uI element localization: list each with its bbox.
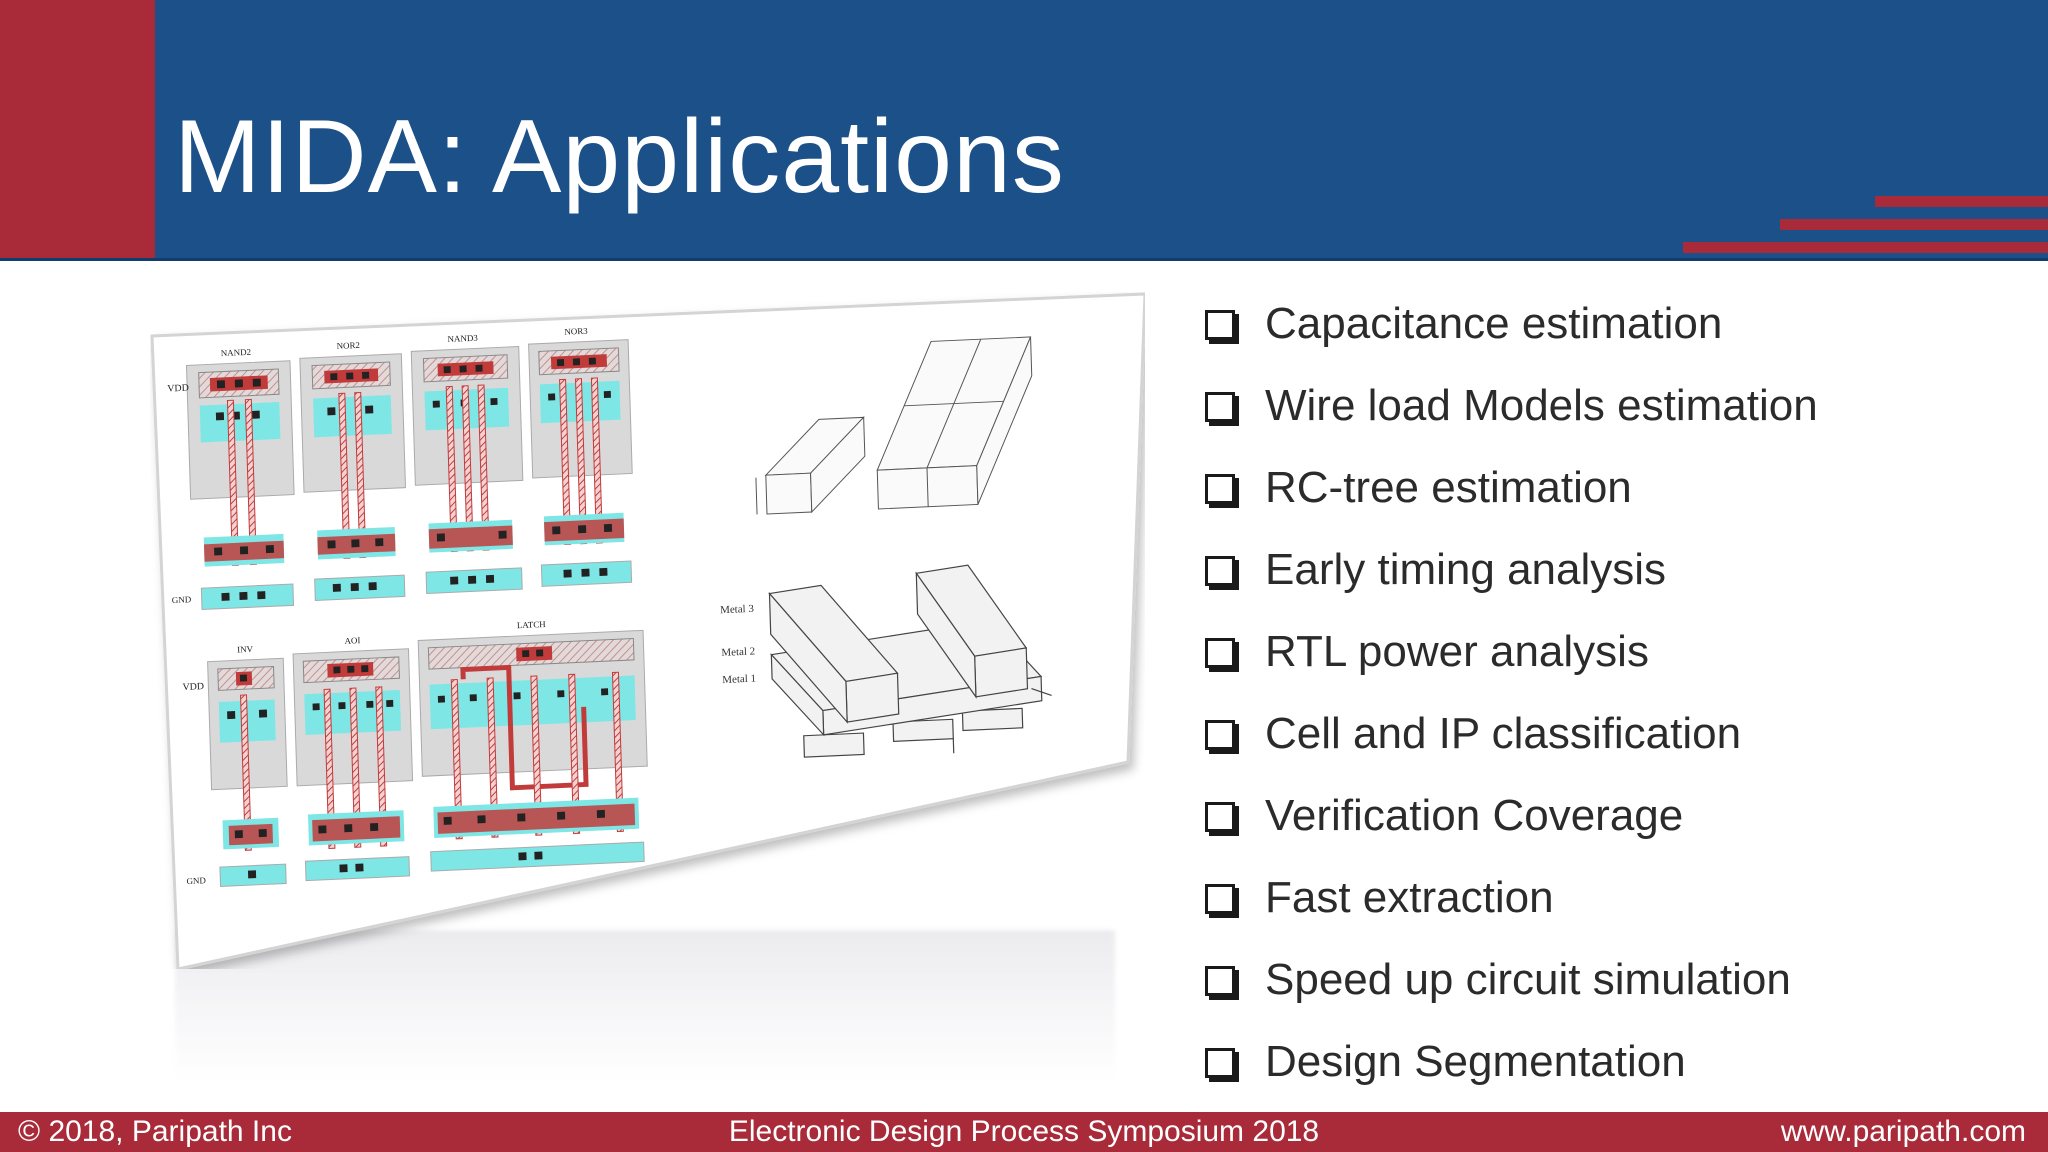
figure-reflection (175, 930, 1115, 1080)
checkbox-bullet-icon (1205, 720, 1235, 750)
cell-layout-nor3: NOR3 (528, 326, 633, 587)
footer-copyright: © 2018, Paripath Inc (18, 1115, 292, 1148)
list-item: Capacitance estimation (1203, 294, 2023, 354)
slide-title: MIDA: Applications (174, 99, 1065, 215)
cell-layout-aoi: AOI (292, 635, 414, 882)
metal-layers-diagram: Metal 3 Metal 2 Metal 1 (720, 564, 1052, 758)
latch-label: LATCH (517, 619, 547, 630)
checkbox-bullet-icon (1205, 802, 1235, 832)
list-item: Cell and IP classification (1203, 704, 2023, 764)
metal2-label: Metal 2 (721, 646, 755, 659)
footer-website-link[interactable]: www.paripath.com (1780, 1115, 2026, 1148)
cell-layout-latch: LATCH (417, 619, 648, 872)
accent-stripe (1780, 219, 2048, 230)
layout-figure: NAND2 VDD GND NOR2 (150, 292, 1145, 969)
checkbox-bullet-icon (1205, 556, 1235, 586)
cell-layout-nand3: NAND3 (410, 333, 524, 595)
title-accent-block (0, 0, 155, 258)
gnd-label: GND (172, 594, 192, 605)
checkbox-bullet-icon (1205, 392, 1235, 422)
aoi-label: AOI (344, 635, 360, 646)
list-item: Verification Coverage (1203, 786, 2023, 846)
cell-layout-inv: INV VDD GND (182, 644, 288, 887)
checkbox-bullet-icon (1205, 474, 1235, 504)
accent-stripe (1875, 196, 2048, 207)
list-item: Early timing analysis (1203, 540, 2023, 600)
footer-bar: Electronic Design Process Symposium 2018… (0, 1112, 2048, 1152)
footer-event: Electronic Design Process Symposium 2018 (728, 1115, 1320, 1148)
gnd-label-2: GND (186, 875, 206, 886)
vdd-label-2: VDD (182, 681, 204, 693)
cell-layout-nand2: NAND2 VDD GND (167, 347, 295, 610)
list-item: RTL power analysis (1203, 622, 2023, 682)
nand3-label: NAND3 (447, 333, 478, 344)
nor3-label: NOR3 (564, 326, 588, 337)
list-item: Design Segmentation (1203, 1032, 2023, 1092)
list-item: Fast extraction (1203, 868, 2023, 928)
list-item: Speed up circuit simulation (1203, 950, 2023, 1010)
checkbox-bullet-icon (1205, 638, 1235, 668)
metal1-label: Metal 1 (722, 673, 756, 686)
metal3-label: Metal 3 (720, 603, 754, 616)
inv-label: INV (237, 644, 254, 655)
list-item: RC-tree estimation (1203, 458, 2023, 518)
title-banner (0, 0, 2048, 261)
checkbox-bullet-icon (1205, 1048, 1235, 1078)
nor2-label: NOR2 (336, 340, 360, 351)
vdd-label: VDD (167, 383, 189, 395)
accent-stripe (1683, 242, 2048, 253)
list-item: Wire load Models estimation (1203, 376, 2023, 436)
cell-layout-nor2: NOR2 (299, 340, 407, 601)
wire-block-diagram (755, 336, 1033, 515)
nand2-label: NAND2 (221, 347, 252, 358)
checkbox-bullet-icon (1205, 884, 1235, 914)
checkbox-bullet-icon (1205, 966, 1235, 996)
checkbox-bullet-icon (1205, 310, 1235, 340)
